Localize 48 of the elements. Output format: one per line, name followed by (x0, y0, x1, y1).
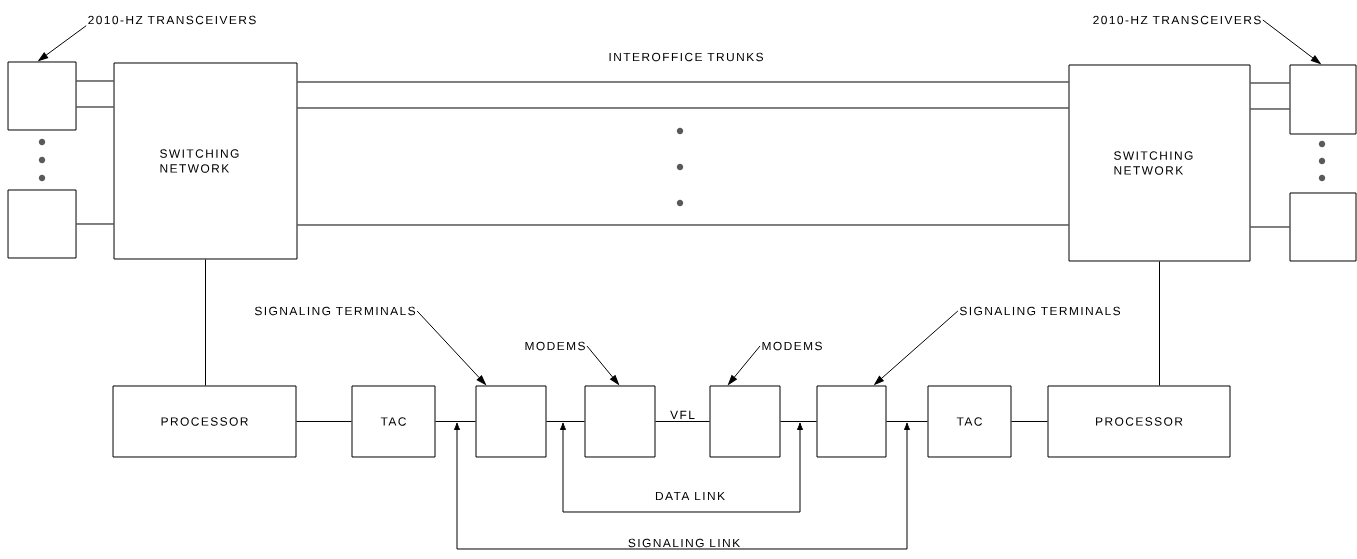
empty-box (816, 385, 887, 458)
empty-box (1289, 64, 1357, 135)
empty-box (584, 385, 656, 458)
tac-box: TAC (927, 385, 1012, 458)
connector-line (655, 421, 710, 422)
connector-line (780, 421, 817, 422)
edge-label: VFL (670, 410, 695, 419)
connector-line (296, 421, 352, 422)
connector-line (205, 259, 206, 386)
connector-line (546, 421, 585, 422)
connector-line (1011, 421, 1048, 422)
connector-line (76, 106, 114, 108)
connector-line (1250, 82, 1290, 84)
tac-box: TAC (351, 385, 436, 458)
processor-box: PROCESSOR (112, 385, 297, 458)
connector-line (76, 80, 114, 82)
empty-box (7, 61, 77, 131)
link-label: DATA LINK (655, 491, 725, 501)
connector-line (76, 223, 114, 225)
network-box: SWITCHING NETWORK (113, 62, 298, 260)
callout-text: 2010-HZ TRANSCEIVERS (88, 15, 256, 25)
leader-line (586, 345, 619, 385)
connector-line (1159, 261, 1160, 386)
empty-box (7, 189, 77, 259)
leader-line (1262, 19, 1321, 64)
network-box: SWITCHING NETWORK (1068, 64, 1251, 262)
callout-text: SIGNALING TERMINALS (959, 306, 1121, 316)
trunk-line (297, 224, 1069, 226)
link-label: SIGNALING LINK (628, 538, 740, 548)
leader-line (416, 310, 486, 385)
connector-line (1250, 108, 1290, 110)
connector-line (435, 421, 476, 422)
trunk-line (297, 81, 1069, 83)
empty-box (709, 385, 781, 458)
callout-text: SIGNALING TERMINALS (254, 306, 416, 316)
trunk-line (297, 107, 1069, 109)
leader-line (728, 345, 761, 385)
connector-line (886, 421, 928, 422)
callout-text: MODEMS (762, 341, 822, 351)
leader-line (874, 310, 959, 385)
callout-text: 2010-HZ TRANSCEIVERS (1093, 15, 1261, 25)
leader-line (38, 25, 87, 61)
link-label: INTEROFFICE TRUNKS (609, 52, 763, 62)
empty-box (475, 385, 547, 458)
processor-box: PROCESSOR (1047, 385, 1231, 458)
connector-line (1250, 226, 1290, 228)
empty-box (1289, 192, 1357, 262)
callout-text: MODEMS (525, 341, 585, 351)
